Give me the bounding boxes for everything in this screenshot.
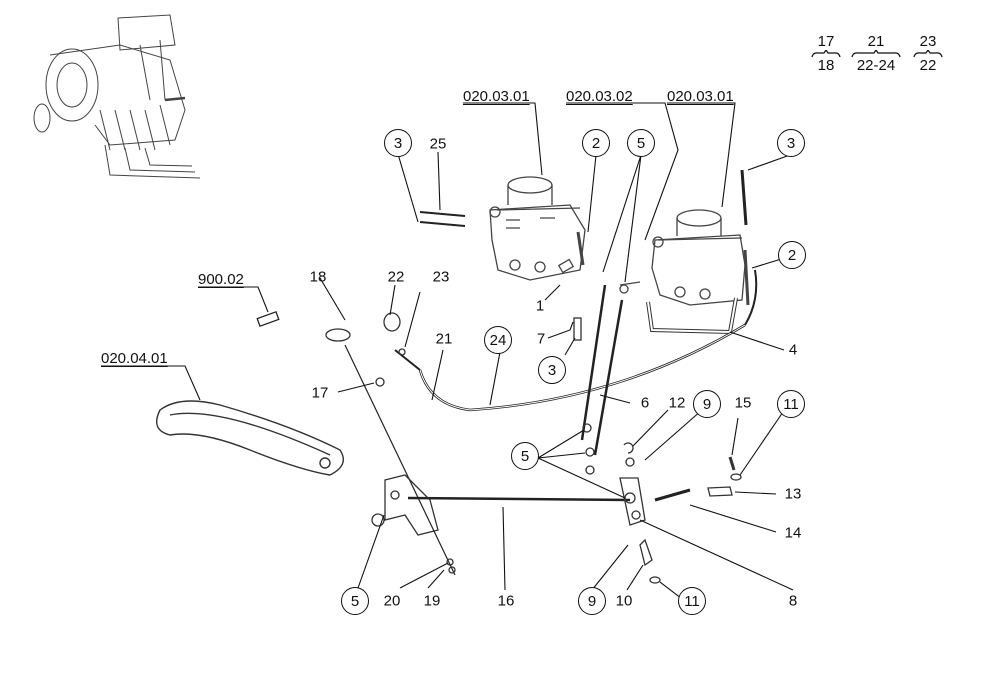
callout-12[interactable]: 12 [668,394,686,412]
carburetor-right-illustration [619,209,750,335]
engine-overview-illustration [33,14,201,179]
legend-group-21-22-24: 21 22-24 [851,34,901,74]
accelerator-pedal-illustration [156,400,344,476]
callout-20[interactable]: 20 [383,592,401,610]
callout-19[interactable]: 19 [423,592,441,610]
callout-4[interactable]: 4 [788,341,798,359]
legend-top: 21 [867,33,885,50]
pedal-bracket-illustration [371,474,439,536]
callout-21[interactable]: 21 [435,330,453,348]
callout-circled-9[interactable]: 9 [693,390,721,418]
legend-bottom: 22-24 [856,57,896,74]
brace-icon [811,50,841,58]
callout-circled-3[interactable]: 3 [384,129,412,157]
reference-020-03-01-left[interactable]: 020.03.01 [463,88,530,105]
reference-900-02[interactable]: 900.02 [198,271,244,288]
callout-circled-2[interactable]: 2 [778,241,806,269]
brace-icon [913,50,943,58]
reference-020-03-02[interactable]: 020.03.02 [566,88,633,105]
callout-10[interactable]: 10 [615,592,633,610]
brace-icon [851,50,901,58]
callout-circled-5[interactable]: 5 [341,587,369,615]
throttle-lever-illustration [325,312,742,584]
callout-23[interactable]: 23 [432,268,450,286]
legend-bottom: 22 [919,57,937,74]
linkage-lines [256,169,758,576]
callout-circled-24[interactable]: 24 [484,326,512,354]
callout-circled-11[interactable]: 11 [678,587,706,615]
legend-group-17-18: 17 18 [811,34,841,74]
legend-top: 23 [919,33,937,50]
callout-circled-11[interactable]: 11 [777,390,805,418]
callout-15[interactable]: 15 [734,394,752,412]
callout-18[interactable]: 18 [309,268,327,286]
carburetor-left-illustration [489,176,586,281]
callout-circled-5[interactable]: 5 [511,442,539,470]
leader-lines [101,102,794,599]
callout-circled-5[interactable]: 5 [627,129,655,157]
callout-25[interactable]: 25 [429,135,447,153]
callout-6[interactable]: 6 [640,394,650,412]
callout-7[interactable]: 7 [536,330,546,348]
legend-top: 17 [817,33,835,50]
callout-circled-2[interactable]: 2 [582,129,610,157]
callout-circled-9[interactable]: 9 [578,587,606,615]
callout-8[interactable]: 8 [788,592,798,610]
callout-circled-3[interactable]: 3 [538,356,566,384]
legend-group-23-22: 23 22 [913,34,943,74]
reference-020-03-01-right[interactable]: 020.03.01 [667,88,734,105]
callout-13[interactable]: 13 [784,485,802,503]
reference-020-04-01[interactable]: 020.04.01 [101,350,168,367]
callout-16[interactable]: 16 [497,592,515,610]
callout-circled-3[interactable]: 3 [777,129,805,157]
callout-1[interactable]: 1 [535,297,545,315]
callout-14[interactable]: 14 [784,524,802,542]
callout-17[interactable]: 17 [311,384,329,402]
legend-bottom: 18 [817,57,835,74]
callout-22[interactable]: 22 [387,268,405,286]
